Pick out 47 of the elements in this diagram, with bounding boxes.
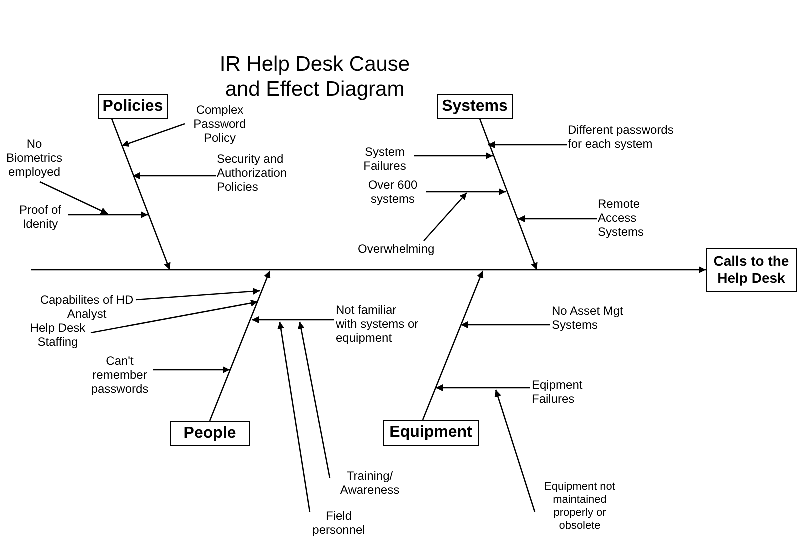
arrow (133, 172, 216, 180)
cause-label: No Asset Mgt Systems (552, 304, 638, 332)
category-box: Systems (437, 94, 513, 119)
cause-label: Security and Authorization Policies (217, 152, 299, 194)
cause-label: Not familiar with systems or equipment (336, 303, 420, 345)
arrow (298, 322, 331, 478)
cause-label: Help Desk Staffing (25, 321, 91, 349)
category-box: Policies (98, 94, 168, 119)
cause-label: Remote Access Systems (598, 197, 658, 239)
cause-label: Proof of Idenity (13, 203, 68, 231)
bone-arrow (422, 270, 484, 420)
arrow (426, 188, 506, 196)
bone-arrow (111, 118, 171, 270)
arrow (252, 316, 334, 324)
cause-label: No Biometrics employed (2, 137, 67, 179)
arrow (68, 212, 148, 218)
arrow (153, 366, 230, 374)
effect-box: Calls to the Help Desk (706, 248, 797, 292)
arrow (424, 192, 468, 242)
cause-label: System Failures (356, 145, 414, 173)
arrow (461, 322, 550, 328)
cause-label: Overwhelming (358, 242, 438, 256)
spine-arrow (31, 266, 706, 274)
arrow (40, 181, 108, 215)
cause-label: Equipment not maintained properly or obsolete (538, 481, 622, 533)
arrow (436, 384, 530, 392)
arrow (414, 152, 493, 160)
cause-label: Training/ Awareness (334, 469, 406, 497)
diagram-title: IR Help Desk Cause and Effect Diagram (218, 52, 412, 102)
cause-label: Over 600 systems (362, 178, 424, 206)
bone-arrow (209, 270, 271, 422)
cause-label: Different passwords for each system (568, 123, 676, 151)
arrow (518, 216, 597, 222)
arrow (122, 123, 186, 147)
category-box: People (170, 421, 250, 446)
arrow (278, 322, 311, 512)
cause-label: Can't remember passwords (85, 354, 155, 396)
cause-label: Complex Password Policy (185, 103, 255, 145)
cause-label: Eqipment Failures (532, 378, 596, 406)
arrow (494, 390, 536, 512)
cause-label: Field personnel (308, 509, 370, 537)
arrow (136, 288, 260, 301)
arrow (488, 142, 567, 148)
category-box: Equipment (383, 420, 479, 446)
bone-arrow (479, 118, 538, 270)
arrow (90, 300, 258, 334)
cause-label: Capabilites of HD Analyst (36, 293, 138, 321)
